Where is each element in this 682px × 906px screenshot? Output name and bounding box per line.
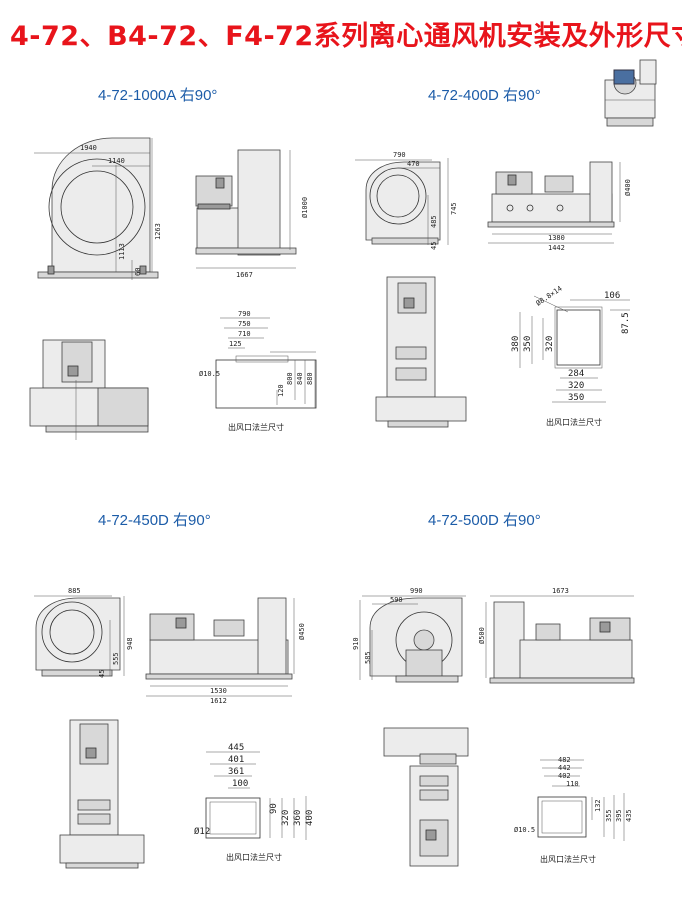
dim-500d-front-width: 990 [410,587,423,595]
top-view-400d [375,276,467,428]
dim-450d-flange-2: 401 [228,755,244,765]
dim-450d-flange-v4: 400 [305,810,315,826]
dim-450d-height-1: 948 [126,637,134,650]
dim-400d-front-width: 790 [393,151,406,159]
dim-400d-side-diameter: Ø400 [624,179,632,196]
dim-450d-flange-3: 361 [228,767,244,777]
page-title: 4-72、B4-72、F4-72系列离心通风机安装及外形尺寸 [10,21,682,52]
dim-400d-height-3: 45 [430,242,438,250]
dim-1000a-flange-hole: Ø10.5 [199,370,220,378]
side-view-500d [485,595,635,684]
top-view-500d [383,727,469,867]
dim-500d-flange-hole: Ø10.5 [514,826,535,834]
dim-500d-flange-4: 110 [566,780,579,788]
dim-1000a-flange-4: 125 [229,340,242,348]
dim-400d-flange-v2: 350 [523,336,533,352]
flange-caption-400d: 出风口法兰尺寸 [546,417,602,427]
top-view-450d [59,719,145,869]
dim-450d-side-width-2: 1612 [210,697,227,705]
dim-1000a-flange-3: 710 [238,330,251,338]
dim-1000a-flange-1: 790 [238,310,251,318]
dim-500d-height-2: 585 [364,651,372,664]
dim-1000a-height-2: 1113 [118,243,126,260]
model-label-1000a: 4-72-1000A 右90° [98,87,218,104]
dim-450d-flange-1: 445 [228,743,244,753]
front-view-500d [359,595,466,683]
model-label-450d: 4-72-450D 右90° [98,512,211,529]
dim-400d-flange-v1: 380 [511,336,521,352]
dim-1000a-height-3: 60 [134,268,142,276]
dim-500d-flange-1: 482 [558,756,571,764]
dim-500d-flange-2: 442 [558,764,571,772]
dim-500d-flange-v4: 435 [625,809,633,822]
flange-caption-1000a: 出风口法兰尺寸 [228,422,284,432]
dim-1000a-height-1: 1263 [154,223,162,240]
side-view-400d [487,161,621,244]
dim-500d-side-width: 1673 [552,587,569,595]
dim-1000a-flange-v1: 120 [277,384,285,397]
dim-1000a-flange-v3: 840 [296,372,304,385]
dim-450d-front-width: 885 [68,587,81,595]
dim-400d-flange-hole: Ø8.8×14 [535,285,564,308]
dim-450d-height-2: 555 [112,652,120,665]
dim-500d-height-1: 910 [352,637,360,650]
dim-400d-flange-b2: 320 [568,381,584,391]
dim-450d-side-diameter: Ø450 [298,623,306,640]
front-view-450d [34,595,125,677]
dim-400d-height-1: 745 [450,202,458,215]
dim-500d-flange-3: 402 [558,772,571,780]
dim-400d-flange-b1: 284 [568,369,584,379]
dim-450d-flange-4: 100 [232,779,248,789]
dim-400d-front-width-2: 470 [407,160,420,168]
dim-400d-side-width-2: 1442 [548,244,565,252]
dim-500d-front-width-2: 590 [390,596,403,604]
dim-1000a-flange-2: 750 [238,320,251,328]
dim-1000a-side-diameter: Ø1000 [301,197,309,218]
front-view-1000a [34,137,159,280]
front-view-400d [355,158,449,245]
dim-400d-height-2: 485 [430,215,438,228]
flange-caption-500d: 出风口法兰尺寸 [540,854,596,864]
dim-450d-side-width-1: 1530 [210,687,227,695]
flange-1000a [215,317,317,409]
dim-400d-flange-v3: 320 [545,336,555,352]
dim-500d-flange-v1: 132 [594,799,602,812]
model-label-400d: 4-72-400D 右90° [428,87,541,104]
dim-1000a-front-width: 1940 [80,144,97,152]
flange-400d [519,295,630,403]
flange-500d [537,759,625,841]
dim-1000a-flange-v2: 800 [286,372,294,385]
dim-500d-flange-v3: 395 [615,809,623,822]
dim-450d-flange-hole: Ø12 [194,826,210,837]
side-view-450d [145,597,295,697]
dim-1000a-side-width: 1667 [236,271,253,279]
fan-product-photo [604,59,657,127]
dim-400d-flange-right: 87.5 [621,312,631,334]
dim-1000a-front-width-2: 1140 [108,157,125,165]
dim-500d-flange-v2: 355 [605,809,613,822]
side-view-1000a [195,149,297,269]
dim-450d-height-3: 45 [98,670,106,678]
dim-1000a-flange-v4: 880 [306,372,314,385]
dim-400d-flange-top: 106 [604,291,620,301]
dim-400d-side-width-1: 1380 [548,234,565,242]
flange-450d [205,751,307,840]
dim-400d-flange-b3: 350 [568,393,584,403]
dim-450d-flange-v1: 90 [269,803,279,814]
dim-450d-flange-v3: 360 [293,810,303,826]
dim-450d-flange-v2: 320 [281,810,291,826]
flange-caption-450d: 出风口法兰尺寸 [226,852,282,862]
dim-500d-side-diameter: Ø500 [478,627,486,644]
model-label-500d: 4-72-500D 右90° [428,512,541,529]
top-view-1000a [29,339,149,440]
